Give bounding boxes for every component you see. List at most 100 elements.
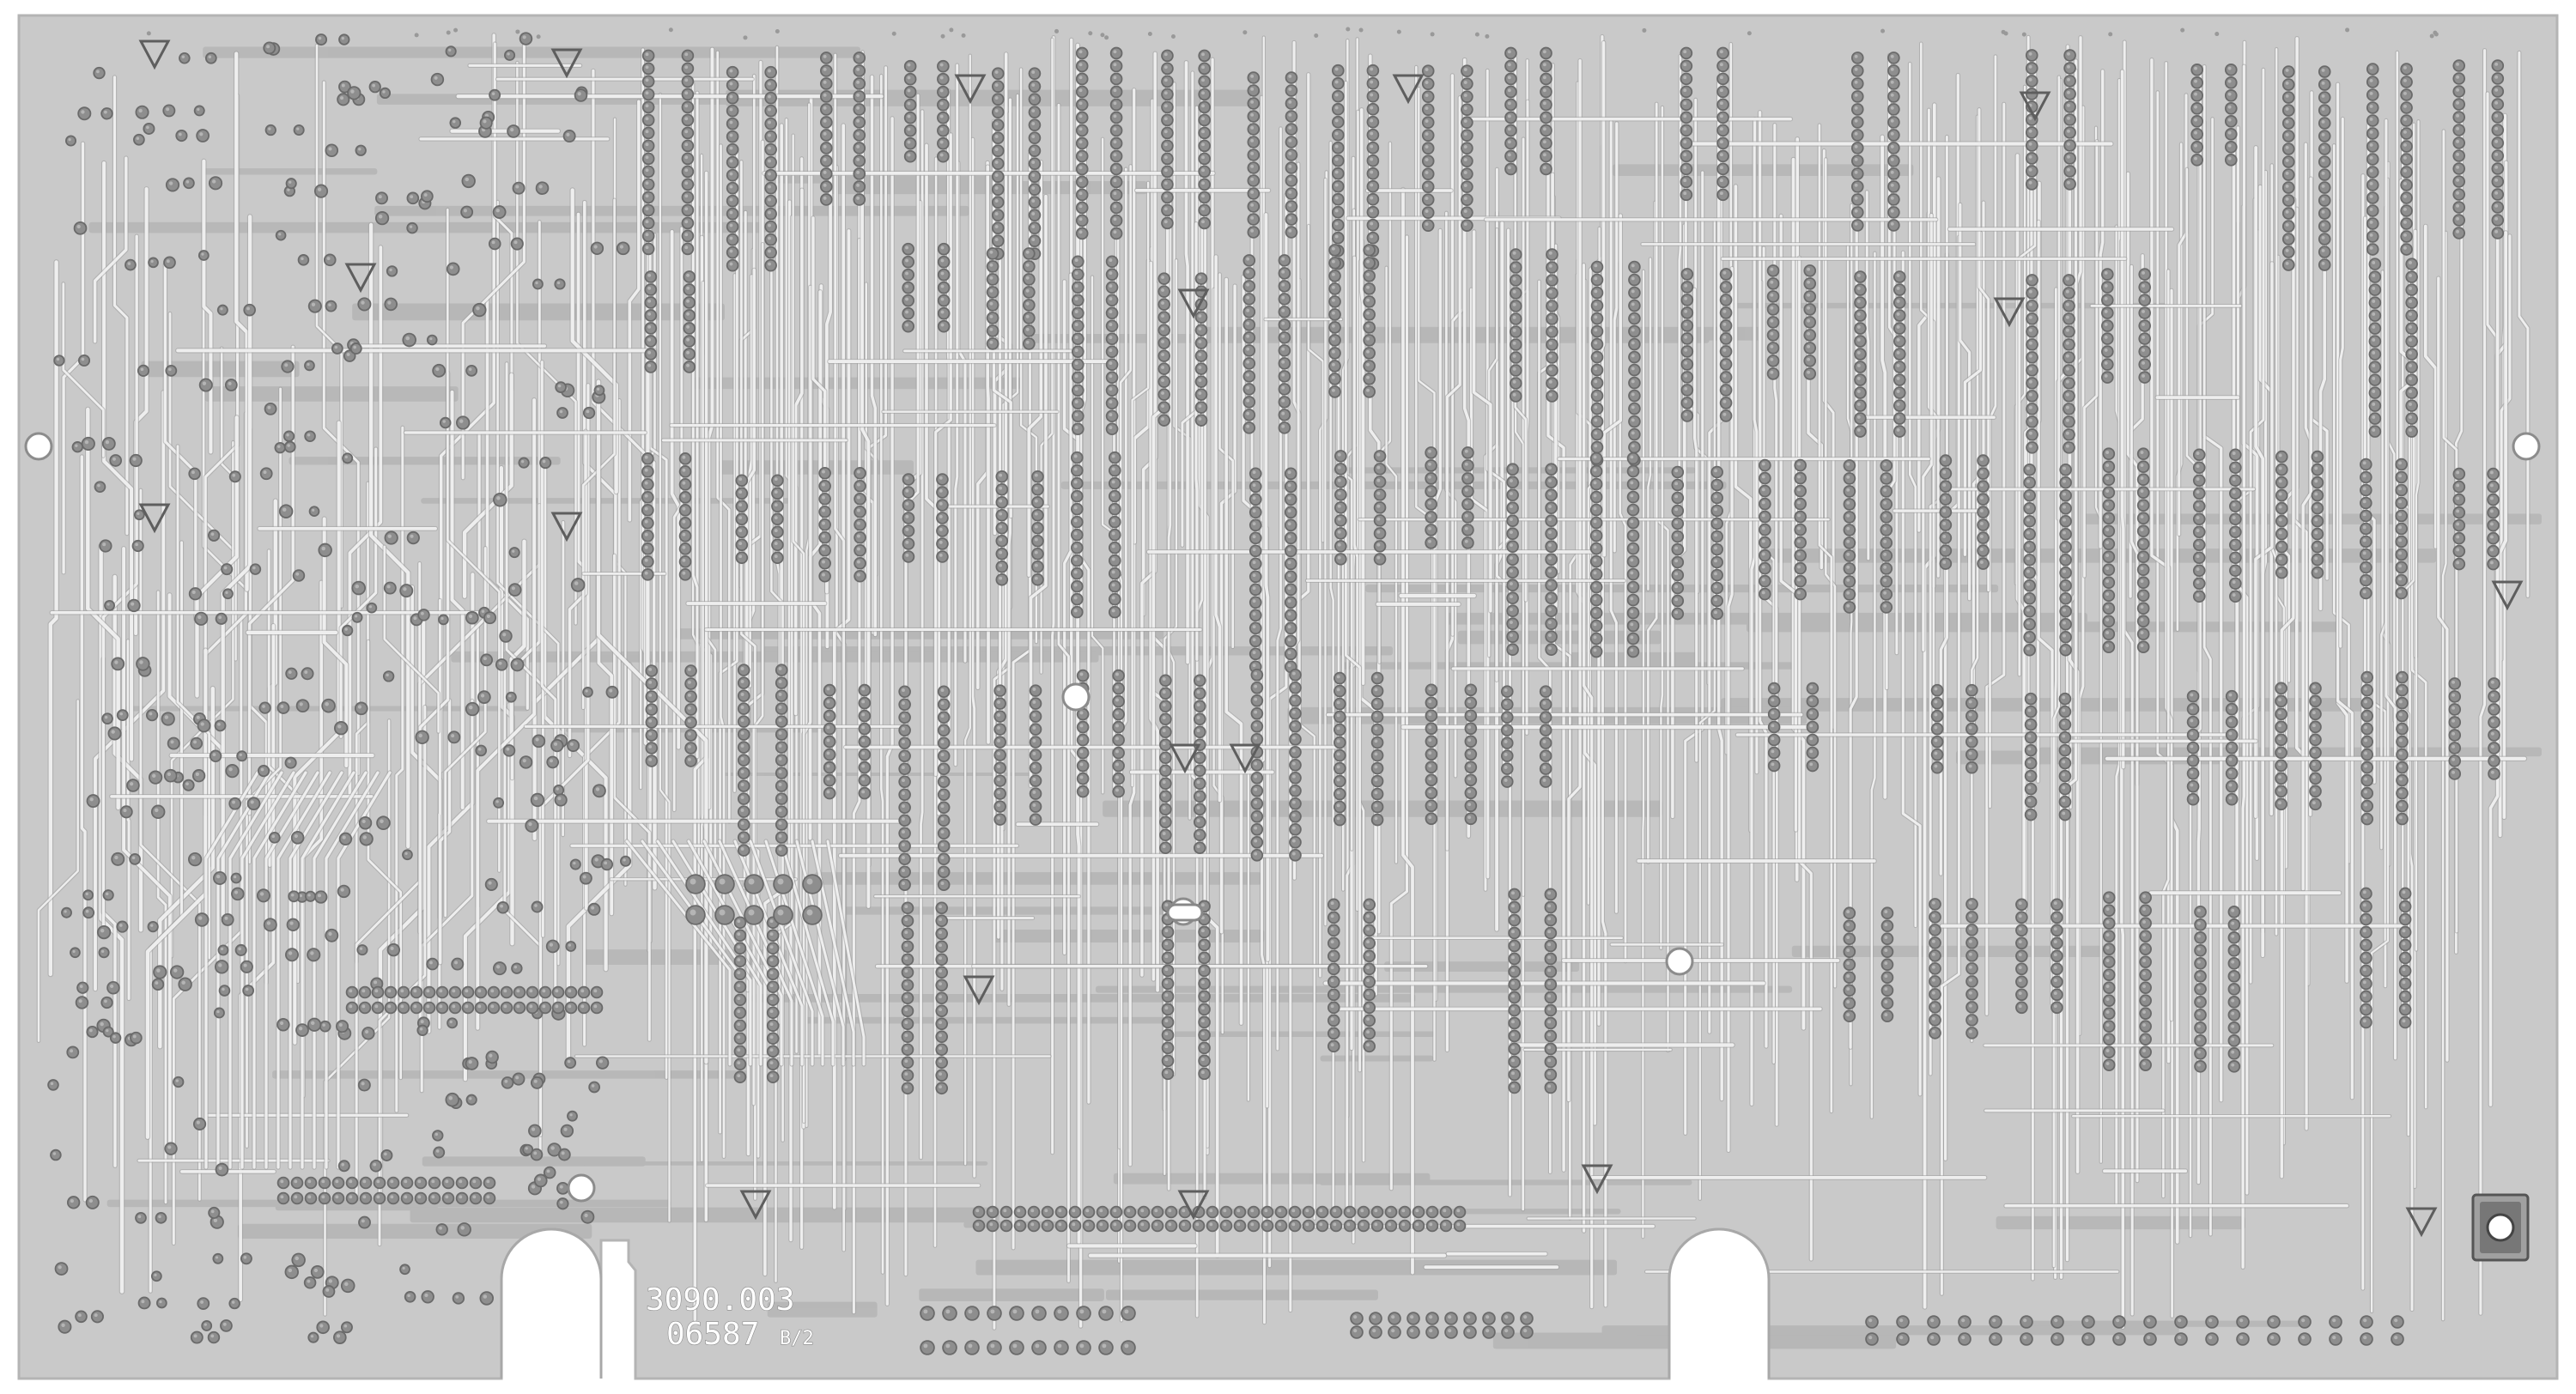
- pad-highlight: [939, 88, 944, 93]
- trace: [1264, 213, 1270, 961]
- pad-highlight: [1161, 327, 1164, 330]
- pad-highlight: [1336, 700, 1340, 705]
- pad-highlight: [994, 148, 999, 151]
- pad-highlight: [1467, 751, 1472, 755]
- pad-highlight: [1031, 109, 1036, 112]
- pad-highlight: [856, 144, 860, 148]
- pad: [1718, 112, 1728, 123]
- pad-highlight: [684, 207, 689, 211]
- pad: [937, 1032, 947, 1042]
- pad: [1712, 596, 1722, 606]
- pad-highlight: [1073, 518, 1078, 523]
- pad-highlight: [1593, 455, 1597, 459]
- pad: [1252, 824, 1262, 834]
- pad-highlight: [1467, 712, 1472, 717]
- pad-highlight: [1163, 155, 1168, 160]
- pad: [1546, 645, 1557, 655]
- pad-highlight: [1198, 340, 1202, 343]
- pad: [772, 488, 782, 499]
- pad-highlight: [1252, 651, 1256, 655]
- pad-highlight: [907, 114, 911, 118]
- pad: [1426, 524, 1437, 535]
- pad-highlight: [1073, 454, 1078, 458]
- pad: [1769, 683, 1779, 694]
- pad: [683, 167, 693, 177]
- pad-highlight: [1807, 267, 1811, 271]
- pad-highlight: [1337, 542, 1341, 547]
- pad: [902, 993, 913, 1003]
- pad: [1200, 1004, 1210, 1015]
- pad: [1200, 218, 1210, 228]
- trace: [1445, 96, 1461, 851]
- pad-highlight: [1109, 336, 1113, 340]
- pad-highlight: [740, 706, 744, 709]
- pad-highlight: [1547, 1007, 1552, 1011]
- pad: [727, 93, 738, 103]
- pad-highlight: [778, 757, 782, 761]
- pad-highlight: [1467, 790, 1472, 794]
- pad-highlight: [1428, 803, 1432, 807]
- pad-highlight: [1330, 966, 1334, 970]
- pad-highlight: [1366, 246, 1370, 251]
- pad-highlight: [856, 54, 860, 58]
- pad: [900, 751, 910, 761]
- pad: [766, 209, 776, 219]
- pad-highlight: [1507, 114, 1511, 118]
- pad: [776, 678, 787, 688]
- pad: [1681, 61, 1692, 71]
- pad: [821, 52, 831, 63]
- pad-highlight: [1031, 122, 1036, 125]
- pad: [1244, 255, 1255, 265]
- pad-highlight: [778, 744, 782, 748]
- pad: [995, 724, 1005, 735]
- pad-highlight: [1684, 361, 1688, 365]
- trace: [1091, 276, 1104, 794]
- pad-highlight: [904, 943, 908, 948]
- pad-highlight: [737, 932, 741, 936]
- pad-highlight: [939, 995, 942, 999]
- pad-highlight: [1252, 586, 1256, 591]
- pad-highlight: [1542, 753, 1546, 756]
- pad-highlight: [1334, 80, 1339, 84]
- pad: [1546, 1031, 1556, 1041]
- pad: [939, 295, 949, 306]
- pad: [1795, 563, 1806, 573]
- pad-highlight: [1164, 993, 1169, 997]
- pad-highlight: [1115, 685, 1119, 689]
- pad-highlight: [769, 984, 774, 988]
- trace: [145, 648, 208, 1139]
- trace: [733, 839, 804, 1066]
- pad-highlight: [1366, 298, 1370, 302]
- pad-highlight: [774, 542, 778, 546]
- pad-highlight: [1161, 276, 1164, 279]
- pad-highlight: [682, 481, 686, 485]
- pad: [1807, 696, 1818, 706]
- pad: [1721, 307, 1731, 318]
- pad-highlight: [1200, 1019, 1205, 1023]
- pad: [1249, 136, 1259, 147]
- pad-highlight: [1164, 1006, 1169, 1010]
- pad: [939, 725, 949, 736]
- pad-highlight: [861, 725, 866, 730]
- pad: [1592, 416, 1602, 427]
- pad-highlight: [1797, 552, 1801, 556]
- pad: [1072, 411, 1083, 421]
- pad: [727, 144, 738, 155]
- pad-highlight: [1034, 576, 1038, 580]
- pad: [1712, 544, 1722, 555]
- pad-highlight: [1467, 815, 1472, 820]
- pad: [1162, 115, 1172, 125]
- pad: [1508, 580, 1518, 591]
- pad: [1072, 504, 1082, 514]
- trace: [267, 549, 300, 984]
- pad: [683, 179, 693, 190]
- pad-highlight: [1542, 701, 1546, 705]
- pad: [1250, 585, 1261, 595]
- trace: [1613, 122, 1619, 553]
- pad: [683, 128, 693, 138]
- pad-highlight: [644, 558, 648, 562]
- pad-highlight: [686, 324, 690, 329]
- pad: [1375, 528, 1385, 538]
- pad-highlight: [823, 144, 827, 148]
- pad-highlight: [1376, 542, 1381, 547]
